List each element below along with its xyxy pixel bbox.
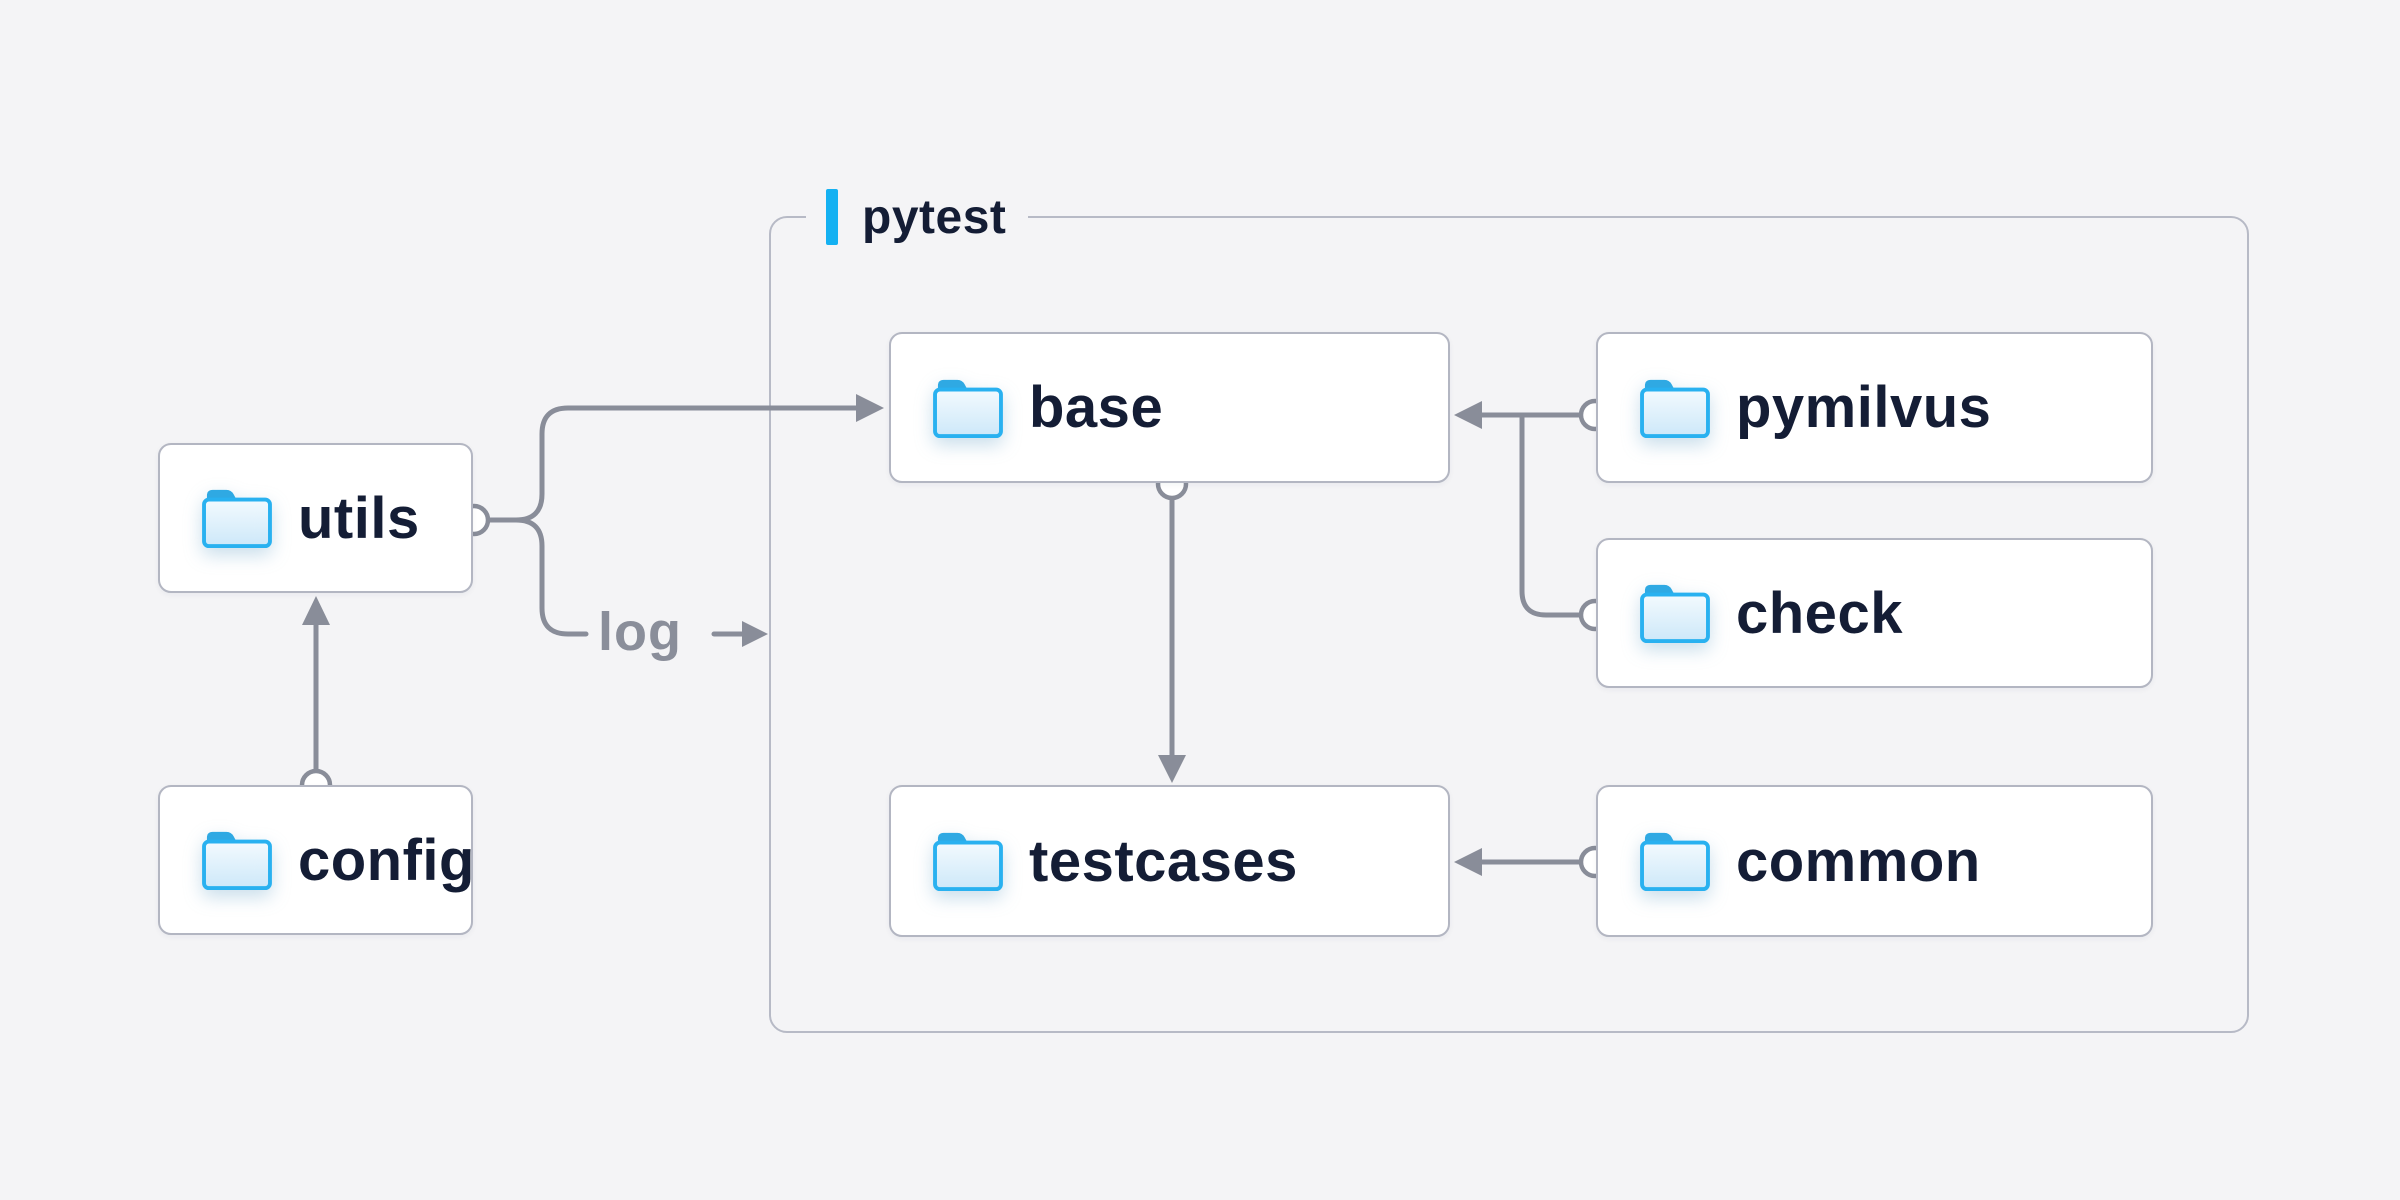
node-label: utils bbox=[298, 485, 420, 551]
folder-icon bbox=[933, 379, 1003, 438]
group-title: pytest bbox=[862, 190, 1007, 244]
node-pymilvus: pymilvus bbox=[1596, 332, 2153, 483]
node-base: base bbox=[889, 332, 1450, 483]
node-label: check bbox=[1736, 580, 1903, 646]
folder-icon bbox=[933, 832, 1003, 892]
pytest-group-label: pytest bbox=[806, 188, 1029, 246]
folder-icon bbox=[1640, 584, 1710, 644]
node-label: testcases bbox=[1029, 828, 1298, 894]
folder-icon bbox=[1640, 379, 1710, 438]
folder-icon bbox=[1640, 832, 1710, 892]
arrowhead-up-utils bbox=[302, 596, 330, 625]
folder-icon bbox=[202, 489, 272, 549]
node-label: base bbox=[1029, 375, 1164, 440]
pytest-group-container bbox=[769, 216, 2249, 1033]
node-label: common bbox=[1736, 828, 1981, 894]
node-label: pymilvus bbox=[1736, 375, 1992, 440]
node-utils: utils bbox=[158, 443, 473, 593]
node-check: check bbox=[1596, 538, 2153, 688]
arrowhead-log bbox=[742, 621, 768, 647]
edge-utils-log bbox=[513, 517, 589, 637]
node-label: config bbox=[298, 827, 475, 893]
node-common: common bbox=[1596, 785, 2153, 937]
accent-bar bbox=[826, 189, 838, 245]
folder-icon bbox=[202, 831, 272, 891]
node-testcases: testcases bbox=[889, 785, 1450, 937]
node-config: config bbox=[158, 785, 475, 935]
edge-label-log: log bbox=[598, 602, 682, 662]
